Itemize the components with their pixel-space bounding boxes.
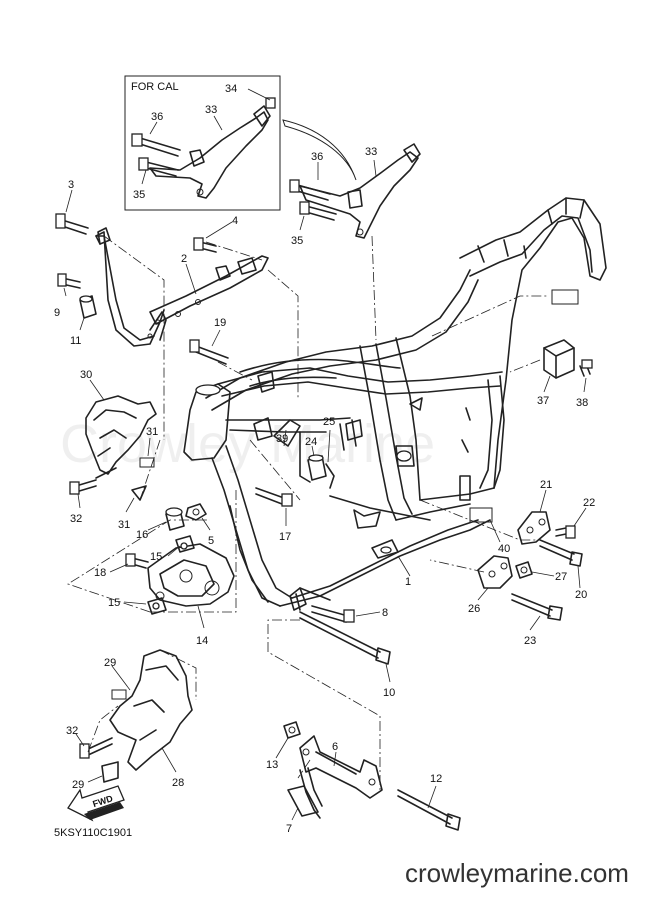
callout-23: 23 xyxy=(524,635,536,647)
callout-14: 14 xyxy=(196,635,208,647)
callout-13: 13 xyxy=(266,759,278,771)
collar-24-25: 24 25 xyxy=(305,416,335,489)
bolt-3: 3 xyxy=(55,179,89,235)
bolt-38: 38 xyxy=(576,359,593,409)
bolt-22: 22 xyxy=(555,497,595,539)
callout-17: 17 xyxy=(279,531,291,543)
drawing-code: 5KSY110C1901 xyxy=(54,827,132,839)
callout-30: 30 xyxy=(80,369,92,381)
callout-33: 33 xyxy=(365,146,377,158)
plate-39: 39 xyxy=(273,419,301,447)
callout-33-inset: 33 xyxy=(205,104,217,116)
callout-39: 39 xyxy=(276,433,288,445)
site-label: crowleymarine.com xyxy=(405,858,629,888)
bracket-2: 2 xyxy=(149,253,269,325)
rubber-7: 7 xyxy=(286,785,319,835)
damper-16-nut-5: 16 5 xyxy=(136,503,214,547)
bolt-10: 10 xyxy=(299,611,395,699)
callout-40: 40 xyxy=(498,543,510,555)
label-40: 40 xyxy=(489,519,510,555)
reference-lines xyxy=(67,235,548,790)
bolt-12: 12 xyxy=(397,773,461,831)
callout-2: 2 xyxy=(181,253,187,265)
inset-arrow xyxy=(282,119,357,181)
bracket-21: 21 xyxy=(517,479,552,545)
fwd-arrow: FWD xyxy=(67,785,125,822)
callout-35-inset: 35 xyxy=(133,189,145,201)
callout-36: 36 xyxy=(311,151,323,163)
cover-28: 29 28 xyxy=(104,649,193,789)
callout-34: 34 xyxy=(225,83,237,95)
bolt-18: 18 xyxy=(94,553,149,579)
callout-24: 24 xyxy=(305,436,317,448)
bracket-rod-left xyxy=(95,227,167,347)
bolt-32: 32 xyxy=(69,467,117,525)
bolt-9-collar-11: 9 11 xyxy=(54,273,97,347)
callout-4: 4 xyxy=(232,215,238,227)
callout-25: 25 xyxy=(323,416,335,428)
callout-29-upper: 29 xyxy=(104,657,116,669)
callout-12: 12 xyxy=(430,773,442,785)
watermark-text: Crowley Marine xyxy=(60,414,435,474)
tape-31: 31 xyxy=(118,485,147,531)
callout-8: 8 xyxy=(382,607,388,619)
callout-32-lower: 32 xyxy=(66,725,78,737)
bolt-32-lower: 32 xyxy=(66,725,113,759)
inset-border xyxy=(124,75,281,211)
callout-36-inset: 36 xyxy=(151,111,163,123)
tape-29-lower: 29 xyxy=(72,761,119,791)
callout-5: 5 xyxy=(208,535,214,547)
callout-10: 10 xyxy=(383,687,395,699)
callout-26: 26 xyxy=(468,603,480,615)
callout-18: 18 xyxy=(94,567,106,579)
nut-13: 13 xyxy=(266,721,301,771)
callout-15-upper: 15 xyxy=(150,551,162,563)
callout-35: 35 xyxy=(291,235,303,247)
callout-1: 1 xyxy=(405,576,411,588)
callout-6: 6 xyxy=(332,741,338,753)
callout-38: 38 xyxy=(576,397,588,409)
callout-11: 11 xyxy=(70,335,81,347)
bolt-20: 20 xyxy=(539,539,587,601)
bolt-19: 19 xyxy=(189,317,229,365)
bracket-26: 26 xyxy=(468,555,513,615)
damper-37: 37 xyxy=(537,339,575,407)
callout-21: 21 xyxy=(540,479,552,491)
callout-28: 28 xyxy=(172,777,184,789)
cover-30: 30 31 xyxy=(80,369,158,475)
callout-31-upper: 31 xyxy=(146,426,158,438)
bolt-23: 23 xyxy=(511,593,563,647)
nut-27: 27 xyxy=(515,561,567,583)
stand-6: 6 xyxy=(299,735,383,819)
main-frame-1: 1 xyxy=(183,197,607,611)
bracket-33: 36 33 35 xyxy=(289,143,421,247)
engine-bracket-14: 15 15 14 xyxy=(108,535,235,647)
callout-29-lower: 29 xyxy=(72,779,84,791)
callout-22: 22 xyxy=(583,497,595,509)
callout-19: 19 xyxy=(214,317,226,329)
inset-title: FOR CAL xyxy=(131,81,179,93)
callout-20: 20 xyxy=(575,589,587,601)
callout-37: 37 xyxy=(537,395,549,407)
callout-32-upper: 32 xyxy=(70,513,82,525)
callout-9: 9 xyxy=(54,307,60,319)
callout-7: 7 xyxy=(286,823,292,835)
callout-31-lower: 31 xyxy=(118,519,130,531)
bolt-17: 17 xyxy=(255,487,293,543)
callout-16: 16 xyxy=(136,529,148,541)
callout-15-lower: 15 xyxy=(108,597,120,609)
for-cal-inset: FOR CAL 34 33 36 35 xyxy=(124,75,281,211)
callout-27: 27 xyxy=(555,571,567,583)
bolt-4: 4 xyxy=(193,215,238,253)
bolt-8: 8 xyxy=(311,605,388,623)
callout-3: 3 xyxy=(68,179,74,191)
